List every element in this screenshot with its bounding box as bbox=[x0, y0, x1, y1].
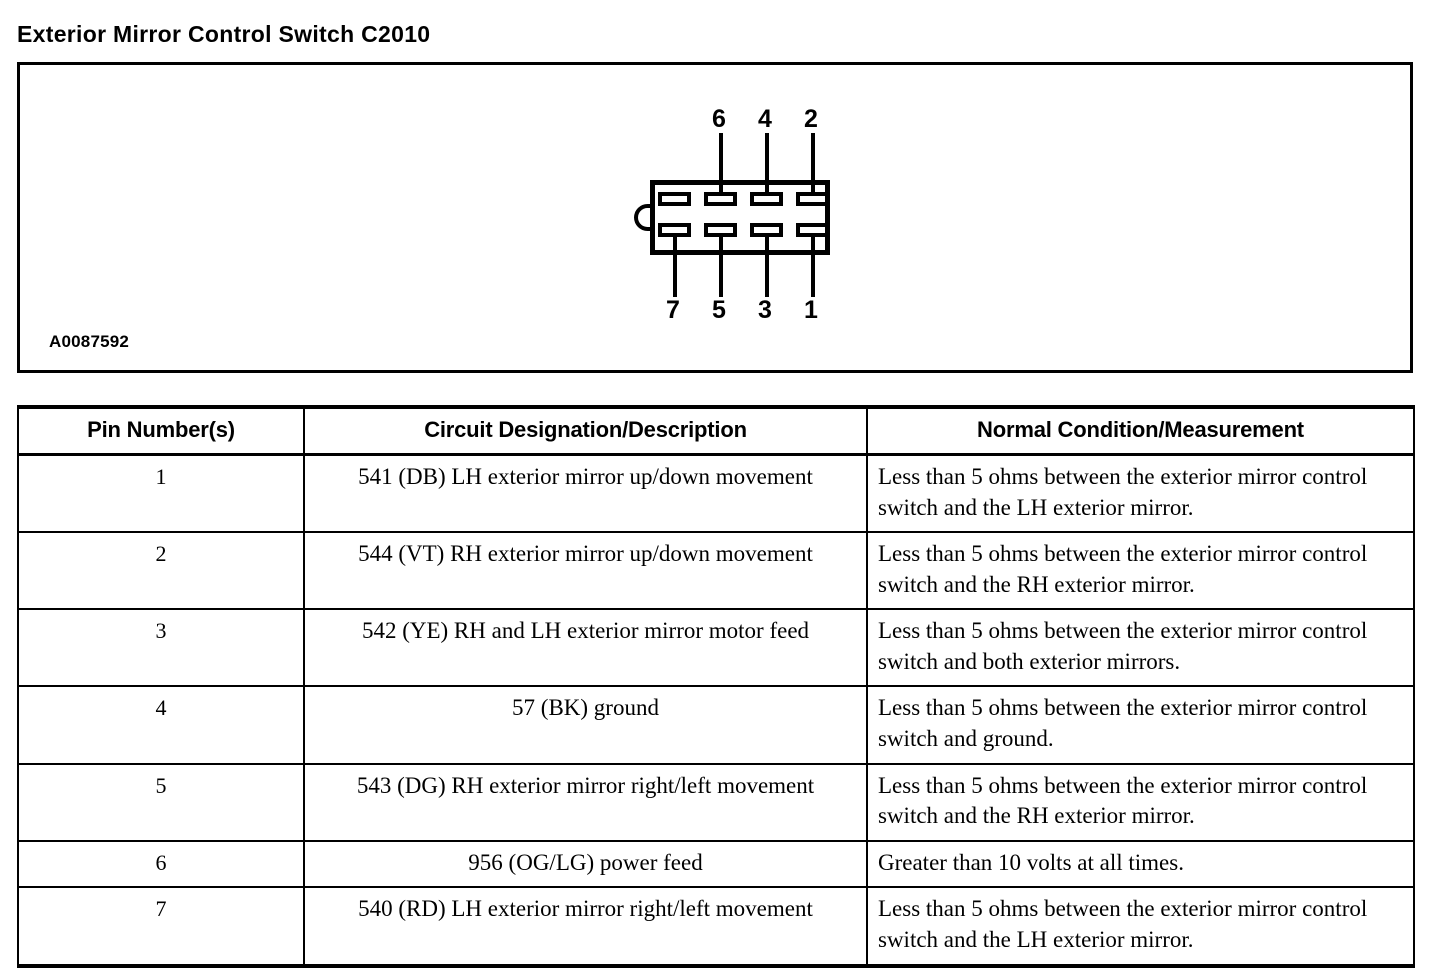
table-row: 7 540 (RD) LH exterior mirror right/left… bbox=[17, 886, 1415, 968]
leader-line-pin-3 bbox=[765, 230, 769, 297]
connector-illustration: 6 4 2 7 5 3 1 bbox=[615, 105, 845, 355]
cavity-top-unused bbox=[658, 192, 691, 206]
column-header-normal-condition: Normal Condition/Measurement bbox=[866, 405, 1415, 456]
cell-pin-number: 2 bbox=[17, 531, 305, 611]
cell-pin-number: 4 bbox=[17, 685, 305, 765]
leader-line-pin-4 bbox=[765, 133, 769, 199]
cavity-pin-6 bbox=[704, 192, 737, 206]
table-body: 1 541 (DB) LH exterior mirror up/down mo… bbox=[17, 453, 1415, 968]
pin-callout-3: 3 bbox=[758, 296, 772, 324]
cell-measurement: Less than 5 ohms between the exterior mi… bbox=[866, 685, 1415, 765]
cell-circuit: 544 (VT) RH exterior mirror up/down move… bbox=[303, 531, 868, 611]
cavity-pin-7 bbox=[658, 223, 691, 237]
pin-callout-2: 2 bbox=[804, 105, 818, 133]
pin-callout-6: 6 bbox=[712, 105, 726, 133]
table-row: 6 956 (OG/LG) power feed Greater than 10… bbox=[17, 839, 1415, 889]
cavity-pin-1 bbox=[796, 223, 829, 237]
leader-line-pin-7 bbox=[673, 230, 677, 297]
leader-line-pin-5 bbox=[719, 230, 723, 297]
cell-measurement: Less than 5 ohms between the exterior mi… bbox=[866, 886, 1415, 968]
page-title: Exterior Mirror Control Switch C2010 bbox=[17, 21, 431, 48]
leader-line-pin-2 bbox=[811, 133, 815, 199]
table-row: 4 57 (BK) ground Less than 5 ohms betwee… bbox=[17, 685, 1415, 765]
cell-measurement: Less than 5 ohms between the exterior mi… bbox=[866, 608, 1415, 688]
cell-circuit: 956 (OG/LG) power feed bbox=[303, 839, 868, 889]
cell-measurement: Less than 5 ohms between the exterior mi… bbox=[866, 531, 1415, 611]
cavity-pin-5 bbox=[704, 223, 737, 237]
cell-measurement: Less than 5 ohms between the exterior mi… bbox=[866, 453, 1415, 534]
leader-line-pin-6 bbox=[719, 133, 723, 199]
cell-measurement: Less than 5 ohms between the exterior mi… bbox=[866, 762, 1415, 842]
connector-latch-icon bbox=[634, 204, 653, 231]
cavity-pin-3 bbox=[750, 223, 783, 237]
table-row: 2 544 (VT) RH exterior mirror up/down mo… bbox=[17, 531, 1415, 611]
pin-callout-7: 7 bbox=[666, 296, 680, 324]
cell-pin-number: 1 bbox=[17, 453, 305, 534]
leader-line-pin-1 bbox=[811, 230, 815, 297]
cell-circuit: 57 (BK) ground bbox=[303, 685, 868, 765]
cell-circuit: 542 (YE) RH and LH exterior mirror motor… bbox=[303, 608, 868, 688]
pin-definition-table: Pin Number(s) Circuit Designation/Descri… bbox=[17, 405, 1415, 968]
cell-pin-number: 7 bbox=[17, 886, 305, 968]
cell-circuit: 541 (DB) LH exterior mirror up/down move… bbox=[303, 453, 868, 534]
table-row: 3 542 (YE) RH and LH exterior mirror mot… bbox=[17, 608, 1415, 688]
cell-pin-number: 5 bbox=[17, 762, 305, 842]
cavity-pin-4 bbox=[750, 192, 783, 206]
cell-circuit: 543 (DG) RH exterior mirror right/left m… bbox=[303, 762, 868, 842]
diagram-image-id: A0087592 bbox=[49, 332, 130, 351]
cell-pin-number: 6 bbox=[17, 839, 305, 889]
cell-pin-number: 3 bbox=[17, 608, 305, 688]
pin-callout-1: 1 bbox=[804, 296, 818, 324]
table-row: 5 543 (DG) RH exterior mirror right/left… bbox=[17, 762, 1415, 842]
table-row: 1 541 (DB) LH exterior mirror up/down mo… bbox=[17, 453, 1415, 534]
connector-diagram-panel: 6 4 2 7 5 3 1 A0087592 bbox=[17, 62, 1413, 373]
pin-callout-4: 4 bbox=[758, 105, 772, 133]
cell-circuit: 540 (RD) LH exterior mirror right/left m… bbox=[303, 886, 868, 968]
column-header-pin-number: Pin Number(s) bbox=[17, 405, 305, 456]
table-header-row: Pin Number(s) Circuit Designation/Descri… bbox=[17, 405, 1415, 456]
cavity-pin-2 bbox=[796, 192, 829, 206]
cell-measurement: Greater than 10 volts at all times. bbox=[866, 839, 1415, 889]
column-header-circuit-designation: Circuit Designation/Description bbox=[303, 405, 868, 456]
pin-callout-5: 5 bbox=[712, 296, 726, 324]
